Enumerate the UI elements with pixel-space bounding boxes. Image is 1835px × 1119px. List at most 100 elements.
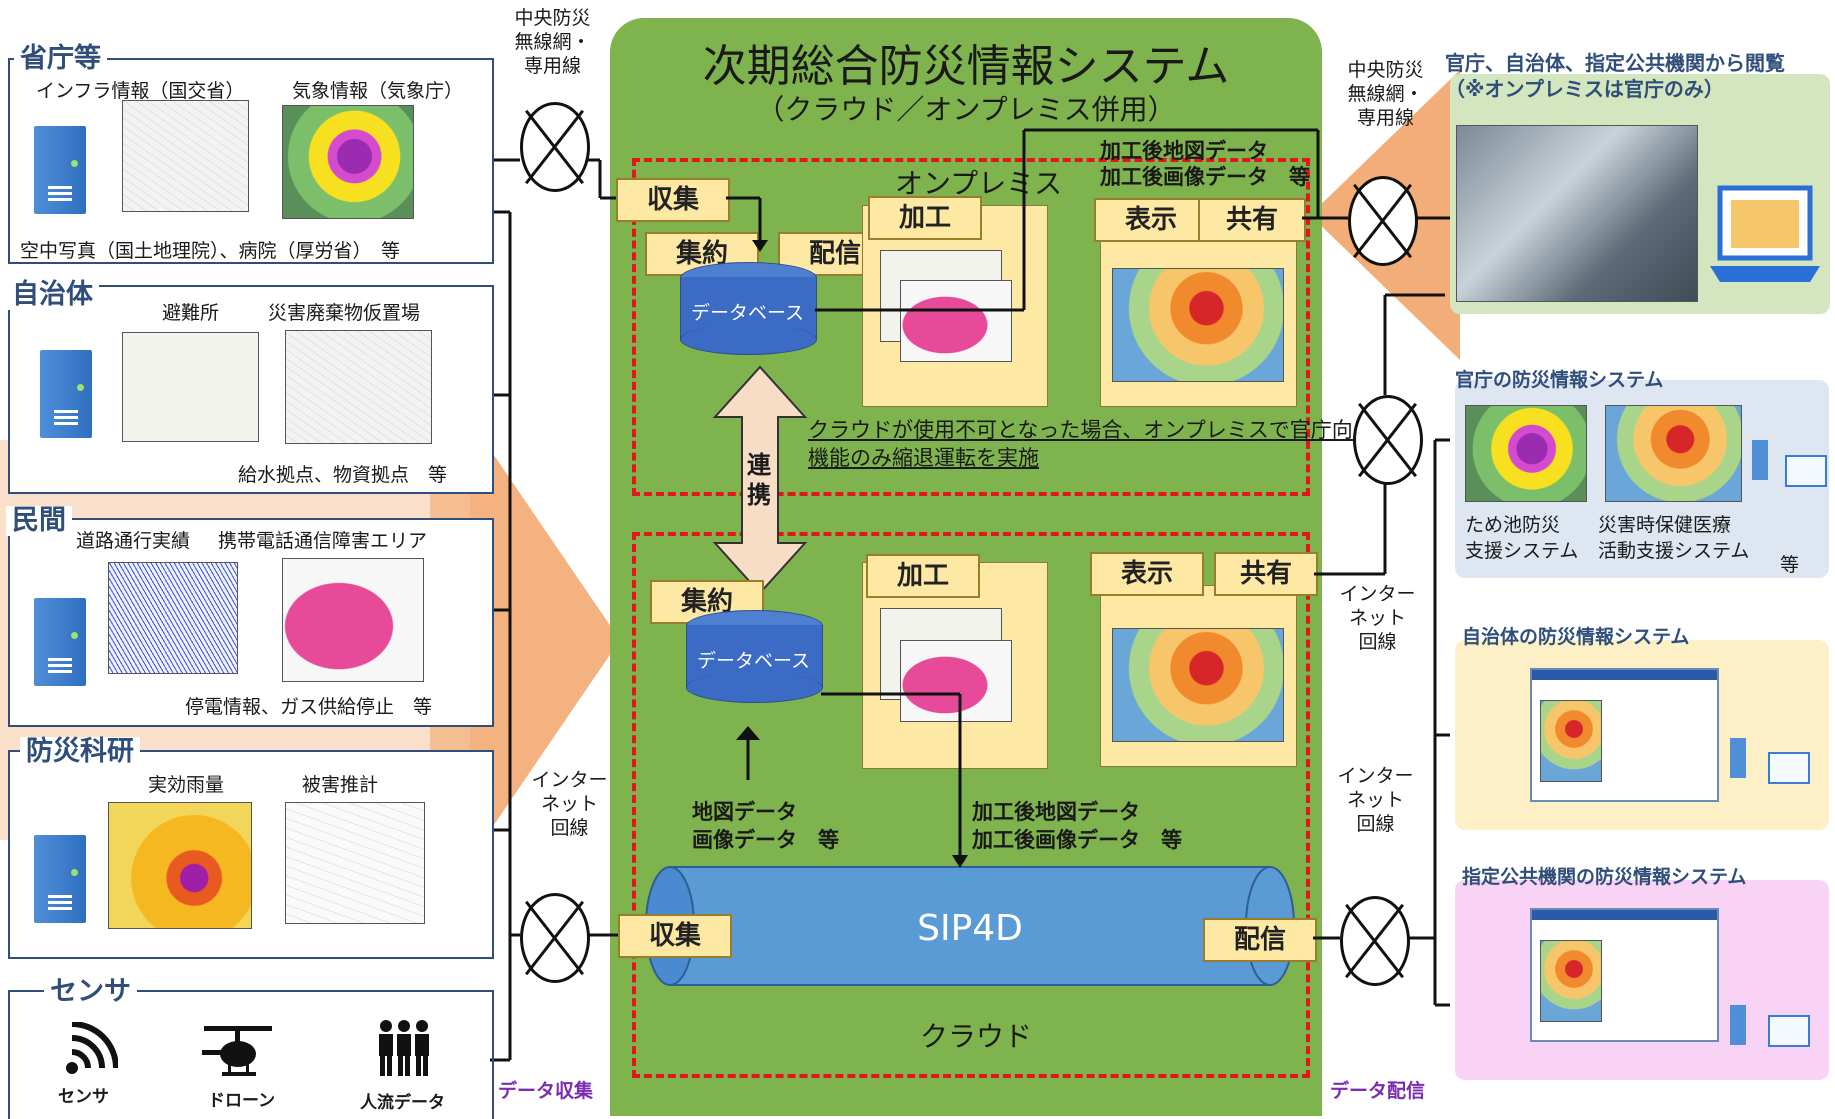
tag-display-onprem: 表示 bbox=[1094, 198, 1208, 242]
nied-rain-label: 実効雨量 bbox=[148, 774, 225, 796]
database-onprem-label: データベース bbox=[690, 302, 805, 324]
gov-pc-monitor-icon bbox=[1785, 455, 1827, 487]
database-cloud: データベース bbox=[686, 610, 823, 710]
right-internet-mid-line3: 回線 bbox=[1358, 631, 1397, 653]
link-label: 連携 bbox=[744, 450, 774, 510]
network-node-right-middle bbox=[1353, 395, 1423, 485]
local-shelter-map bbox=[122, 332, 259, 442]
source-sensor-box bbox=[8, 990, 494, 1119]
local-waste-label: 災害廃棄物仮置場 bbox=[268, 302, 421, 324]
right-internet-bot-line1: インター bbox=[1337, 765, 1414, 787]
right-internet-mid-line2: ネット bbox=[1348, 607, 1406, 629]
database-cloud-label: データベース bbox=[696, 650, 811, 672]
local-server-icon bbox=[40, 350, 92, 438]
display-screen-cloud bbox=[1112, 628, 1284, 742]
nied-server-icon bbox=[34, 835, 86, 923]
people-flow-icon-label: 人流データ bbox=[360, 1093, 445, 1113]
gov-reservoir-screen bbox=[1465, 405, 1587, 502]
left-internet-line1: インター bbox=[531, 769, 608, 791]
network-node-left-bottom bbox=[520, 893, 590, 983]
onprem-processed-line2: 加工後画像データ 等 bbox=[1100, 165, 1310, 189]
cloud-processed-data-label: 加工後地図データ 加工後画像データ 等 bbox=[972, 798, 1182, 854]
onprem-label: オンプレミス bbox=[895, 167, 1063, 200]
left-internet-line2: ネット bbox=[540, 793, 598, 815]
drone-icon-label: ドローン bbox=[208, 1091, 276, 1111]
gov-pc-tower-icon bbox=[1752, 440, 1768, 480]
private-bottom-label: 停電情報、ガス供給停止 等 bbox=[185, 696, 433, 718]
source-private-title: 民間 bbox=[6, 506, 72, 536]
left-internet-label: インター ネット 回線 bbox=[522, 768, 617, 840]
cloud-region bbox=[632, 532, 1310, 1078]
sensor-icon-label: センサ bbox=[58, 1087, 109, 1107]
ministry-infra-map bbox=[122, 100, 249, 212]
display-screen-onprem bbox=[1112, 268, 1284, 382]
ministry-server-icon bbox=[34, 126, 86, 214]
private-road-map bbox=[108, 562, 238, 674]
private-mobile-label: 携帯電話通信障害エリア bbox=[218, 530, 428, 552]
private-mobile-map bbox=[282, 558, 424, 682]
right-top-network-label: 中央防災 無線網・ 専用線 bbox=[1338, 58, 1433, 130]
network-node-right-bottom bbox=[1340, 896, 1410, 986]
source-sensor-title: センサ bbox=[44, 977, 137, 1007]
data-distribution-label: データ配信 bbox=[1330, 1080, 1426, 1102]
laptop-icon bbox=[1710, 185, 1820, 282]
nied-damage-map bbox=[285, 802, 425, 924]
process-map-stack-onprem-2 bbox=[900, 280, 1012, 362]
distribution-arrow-top bbox=[1310, 70, 1560, 360]
destination-gov-title: 官庁の防災情報システム bbox=[1455, 369, 1664, 391]
right-top-network-line3: 専用線 bbox=[1356, 107, 1414, 129]
public-pc-monitor-icon bbox=[1768, 1015, 1810, 1047]
main-title: 次期総合防災情報システム bbox=[702, 41, 1230, 92]
left-internet-line3: 回線 bbox=[550, 817, 589, 839]
left-top-network-label: 中央防災 無線網・ 専用線 bbox=[505, 6, 600, 78]
tag-collect-cloud: 収集 bbox=[618, 914, 732, 958]
operation-room-photo bbox=[1456, 125, 1698, 302]
database-onprem: データベース bbox=[680, 262, 817, 362]
local-shelter-label: 避難所 bbox=[162, 302, 220, 324]
process-map-stack-cloud-2 bbox=[900, 640, 1012, 722]
cloud-input-line2: 画像データ 等 bbox=[692, 828, 839, 852]
left-top-network-line2: 無線網・ bbox=[514, 31, 591, 53]
source-local-title: 自治体 bbox=[6, 280, 99, 310]
left-top-network-line3: 専用線 bbox=[523, 55, 581, 77]
ministry-infra-label: インフラ情報（国交省） bbox=[36, 80, 245, 102]
tag-share-cloud: 共有 bbox=[1214, 552, 1318, 596]
tag-collect-onprem: 収集 bbox=[616, 178, 730, 222]
gov-system1-label: ため池防災 支援システム bbox=[1465, 512, 1578, 564]
right-internet-bot-line3: 回線 bbox=[1356, 813, 1395, 835]
fallback-note-line1: クラウドが使用不可となった場合、オンプレミスで官庁向け bbox=[808, 418, 1374, 442]
gov-health-screen bbox=[1605, 405, 1742, 502]
tag-share-onprem: 共有 bbox=[1198, 198, 1306, 242]
destination-top-line1: 官庁、自治体、指定公共機関から閲覧 bbox=[1445, 51, 1785, 75]
cloud-processed-line1: 加工後地図データ bbox=[972, 800, 1140, 824]
ministry-bottom-label: 空中写真（国土地理院）、病院（厚労省） 等 bbox=[20, 240, 401, 262]
tag-distribute-cloud: 配信 bbox=[1203, 918, 1317, 962]
wireless-sensor-icon bbox=[66, 1022, 118, 1074]
destination-top-line2: （※オンプレミスは官庁のみ） bbox=[1445, 77, 1724, 101]
network-node-left-top bbox=[520, 102, 590, 192]
sip4d-label: SIP4D bbox=[917, 908, 1023, 949]
destination-local-title: 自治体の防災情報システム bbox=[1462, 626, 1690, 648]
drone-helicopter-icon bbox=[202, 1026, 272, 1076]
gov-system1-line2: 支援システム bbox=[1465, 540, 1579, 562]
right-internet-label-middle: インター ネット 回線 bbox=[1330, 582, 1425, 654]
source-ministry-title: 省庁等 bbox=[14, 44, 107, 74]
gov-system2-line1: 災害時保健医療 bbox=[1598, 514, 1732, 536]
left-top-network-line1: 中央防災 bbox=[514, 7, 591, 29]
cloud-label: クラウド bbox=[920, 1020, 1033, 1053]
cloud-processed-line2: 加工後画像データ 等 bbox=[972, 828, 1182, 852]
link-label-text: 連携 bbox=[747, 451, 771, 509]
destination-top-label: 官庁、自治体、指定公共機関から閲覧 （※オンプレミスは官庁のみ） bbox=[1445, 50, 1785, 102]
fallback-note: クラウドが使用不可となった場合、オンプレミスで官庁向け 機能のみ縮退運転を実施 bbox=[808, 416, 1374, 472]
right-top-network-line2: 無線網・ bbox=[1347, 83, 1424, 105]
nied-rain-map bbox=[108, 802, 252, 929]
ministry-weather-label: 気象情報（気象庁） bbox=[292, 80, 464, 102]
onprem-processed-line1: 加工後地図データ bbox=[1100, 139, 1268, 163]
right-internet-bot-line2: ネット bbox=[1346, 789, 1404, 811]
private-server-icon bbox=[34, 598, 86, 686]
gov-etc-label: 等 bbox=[1780, 554, 1800, 576]
data-collection-label: データ収集 bbox=[498, 1080, 594, 1102]
main-subtitle: （クラウド／オンプレミス併用） bbox=[756, 93, 1176, 126]
local-system-map bbox=[1540, 700, 1602, 782]
local-pc-monitor-icon bbox=[1768, 752, 1810, 784]
